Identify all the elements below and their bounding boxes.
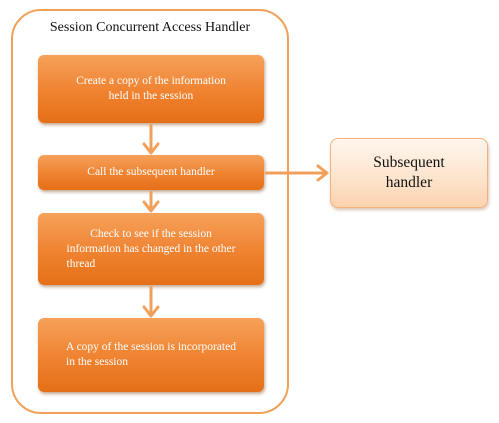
step-check-changes-line: thread xyxy=(66,257,96,270)
step-check-changes-line: information has changed in the other xyxy=(66,242,236,255)
step-check-changes-text: Check to see if the session information … xyxy=(67,227,236,272)
step-copy-session-text: Create a copy of the information held in… xyxy=(76,74,226,104)
subsequent-handler-line: Subsequent xyxy=(373,154,445,171)
subsequent-handler-text: Subsequent handler xyxy=(373,153,444,193)
step-incorporate-copy: A copy of the session is incorporated in… xyxy=(38,318,264,392)
step-copy-session-line: held in the session xyxy=(108,90,194,102)
step-copy-session: Create a copy of the information held in… xyxy=(38,55,264,123)
step-call-handler: Call the subsequent handler xyxy=(38,155,264,190)
step-incorporate-copy-text: A copy of the session is incorporated in… xyxy=(66,340,236,370)
step-check-changes: Check to see if the session information … xyxy=(38,213,264,285)
step-check-changes-line: Check to see if the session xyxy=(90,227,212,240)
subsequent-handler-box: Subsequent handler xyxy=(330,138,488,208)
step-incorporate-copy-line: in the session xyxy=(66,356,129,368)
container-title: Session Concurrent Access Handler xyxy=(49,20,251,35)
subsequent-handler-line: handler xyxy=(385,174,433,191)
step-call-handler-text: Call the subsequent handler xyxy=(87,166,215,178)
step-copy-session-line: Create a copy of the information xyxy=(76,75,226,87)
arrow-step2-to-external-head xyxy=(316,164,329,182)
step-incorporate-copy-line: A copy of the session is incorporated xyxy=(66,341,236,353)
